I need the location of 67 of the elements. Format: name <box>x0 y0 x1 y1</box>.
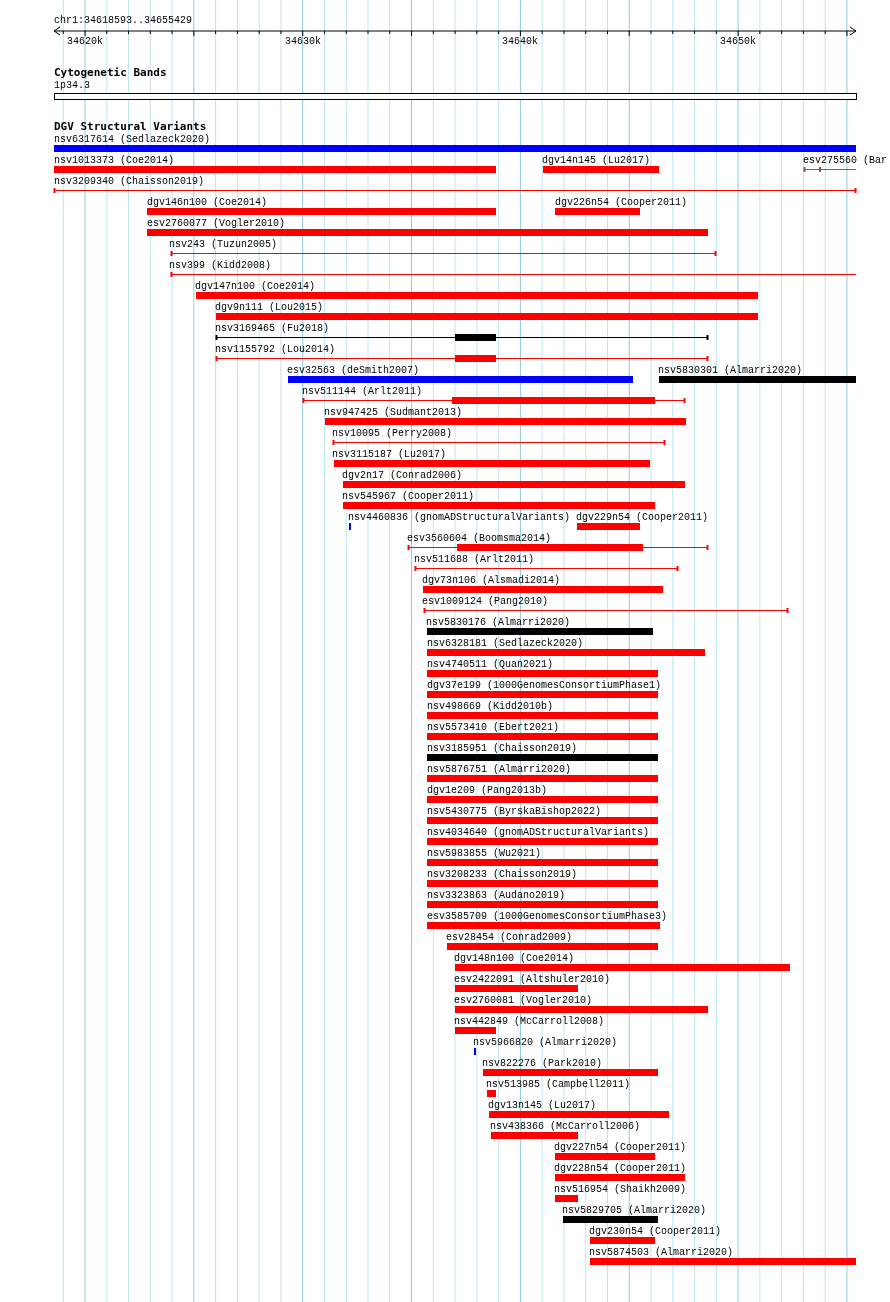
variant-label: esv2760077 (Vogler2010) <box>147 218 286 229</box>
variant-label: dgv228n54 (Cooper2011) <box>554 1163 687 1174</box>
variant-label: nsv4460836 (gnomADStructuralVariants) <box>348 512 571 523</box>
variant-label: nsv4034640 (gnomADStructuralVariants) <box>427 827 650 838</box>
variant-label: nsv6328181 (Sedlazeck2020) <box>427 638 584 649</box>
variant-label: nsv5829705 (Almarri2020) <box>562 1205 707 1216</box>
variant-label: dgv73n106 (Alsmadi2014) <box>422 575 561 586</box>
variant-label: nsv822276 (Park2010) <box>482 1058 603 1069</box>
variant-label: nsv498669 (Kidd2010b) <box>427 701 554 712</box>
variant-label: esv2760081 (Vogler2010) <box>454 995 593 1006</box>
variant-label: nsv3209340 (Chaisson2019) <box>54 176 205 187</box>
variant-label: nsv513985 (Campbell2011) <box>486 1079 631 1090</box>
variant-label: nsv3208233 (Chaisson2019) <box>427 869 578 880</box>
variant-label: dgv148n100 (Coe2014) <box>454 953 575 964</box>
variant-label: nsv442849 (McCarroll2008) <box>454 1016 605 1027</box>
variant-label: esv32563 (deSmith2007) <box>287 365 420 376</box>
variant-label: nsv1013373 (Coe2014) <box>54 155 175 166</box>
variant-label: nsv545967 (Cooper2011) <box>342 491 475 502</box>
track-title: DGV Structural Variants <box>54 121 207 132</box>
tick-label: 34650k <box>720 36 756 47</box>
variant-label: esv1009124 (Pang2010) <box>422 596 549 607</box>
variant-label: dgv226n54 (Cooper2011) <box>555 197 688 208</box>
variant-label: dgv227n54 (Cooper2011) <box>554 1142 687 1153</box>
variant-label: dgv1e209 (Pang2013b) <box>427 785 548 796</box>
variant-label: nsv5430775 (ByrskaBishop2022) <box>427 806 602 817</box>
variant-label: nsv947425 (Sudmant2013) <box>324 407 463 418</box>
variant-label: dgv13n145 (Lu2017) <box>488 1100 597 1111</box>
variant-label: nsv6317614 (Sedlazeck2020) <box>54 134 211 145</box>
tick-label: 34640k <box>502 36 538 47</box>
band-label: 1p34.3 <box>54 80 90 91</box>
variant-label: nsv511688 (Arlt2011) <box>414 554 535 565</box>
variant-label: dgv9n111 (Lou2015) <box>215 302 324 313</box>
variant-label: nsv3185951 (Chaisson2019) <box>427 743 578 754</box>
variant-label: nsv4740511 (Quan2021) <box>427 659 554 670</box>
variant-label: nsv10095 (Perry2008) <box>332 428 453 439</box>
variant-label: esv3585709 (1000GenomesConsortiumPhase3) <box>427 911 668 922</box>
variant-label: nsv511144 (Arlt2011) <box>302 386 423 397</box>
variant-label: nsv3115187 (Lu2017) <box>332 449 447 460</box>
variant-label: nsv3169465 (Fu2018) <box>215 323 330 334</box>
variant-label: nsv399 (Kidd2008) <box>169 260 272 271</box>
variant-label: dgv14n145 (Lu2017) <box>542 155 651 166</box>
variant-label: esv2422091 (Altshuler2010) <box>454 974 611 985</box>
region-coordinates: chr1:34618593..34655429 <box>54 15 193 26</box>
variant-label: nsv5966820 (Almarri2020) <box>473 1037 618 1048</box>
variant-label: nsv5983855 (Wu2021) <box>427 848 542 859</box>
variant-label: nsv1155792 (Lou2014) <box>215 344 336 355</box>
variant-label: esv28454 (Conrad2009) <box>446 932 573 943</box>
variant-label: dgv2n17 (Conrad2006) <box>342 470 463 481</box>
track-title: Cytogenetic Bands <box>54 67 167 78</box>
tick-label: 34630k <box>285 36 321 47</box>
variant-label: dgv146n100 (Coe2014) <box>147 197 268 208</box>
variant-label: dgv229n54 (Cooper2011) <box>576 512 709 523</box>
variant-label: dgv147n100 (Coe2014) <box>195 281 316 292</box>
variant-label: nsv5830301 (Almarri2020) <box>658 365 803 376</box>
variant-label: nsv5874503 (Almarri2020) <box>589 1247 734 1258</box>
variant-label: esv275560 (Bar <box>803 155 887 166</box>
variant-label: nsv5573410 (Ebert2021) <box>427 722 560 733</box>
variant-label: dgv230n54 (Cooper2011) <box>589 1226 722 1237</box>
tick-label: 34620k <box>67 36 103 47</box>
variant-label: nsv3323863 (Audano2019) <box>427 890 566 901</box>
variant-label: dgv37e199 (1000GenomesConsortiumPhase1) <box>427 680 662 691</box>
variant-label: nsv243 (Tuzun2005) <box>169 239 278 250</box>
variant-label: nsv516954 (Shaikh2009) <box>554 1184 687 1195</box>
variant-label: nsv438366 (McCarroll2006) <box>490 1121 641 1132</box>
variant-label: nsv5830176 (Almarri2020) <box>426 617 571 628</box>
variant-label: esv3560604 (Boomsma2014) <box>407 533 552 544</box>
variant-label: nsv5876751 (Almarri2020) <box>427 764 572 775</box>
